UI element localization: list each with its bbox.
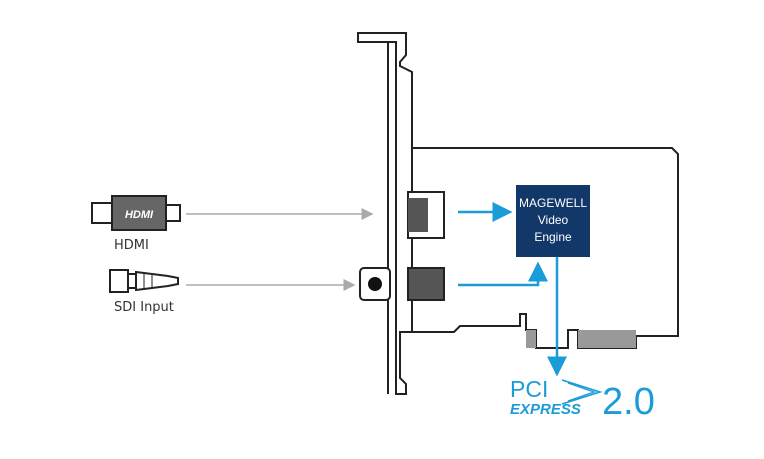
sdi-port-hole: [368, 277, 382, 291]
sdi-to-chip-arrow: [458, 261, 548, 287]
hdmi-logo-text: HDMI: [125, 209, 154, 221]
pcie-fingers-right: [578, 330, 636, 348]
express-text: EXPRESS: [510, 401, 581, 418]
pcie-fingers-left: [526, 330, 536, 348]
hdmi-cable-icon: HDMI: [91, 195, 181, 231]
chip-line-1: MAGEWELL: [519, 196, 587, 210]
sdi-cable-icon: [109, 269, 179, 293]
pcie-version-text: 2.0: [602, 381, 655, 423]
pci-text: PCI: [510, 376, 548, 402]
magewell-chip: [516, 185, 590, 257]
sdi-port-connector: [407, 267, 445, 301]
sdi-input-label: SDI Input: [114, 300, 174, 315]
hdmi-label: HDMI: [114, 238, 149, 253]
pcb-card: [411, 147, 679, 349]
chip-line-2: Video: [538, 213, 569, 227]
chip-line-3: Engine: [534, 230, 572, 244]
pci-express-logo: PCI EXPRESS 2.0: [510, 376, 655, 423]
